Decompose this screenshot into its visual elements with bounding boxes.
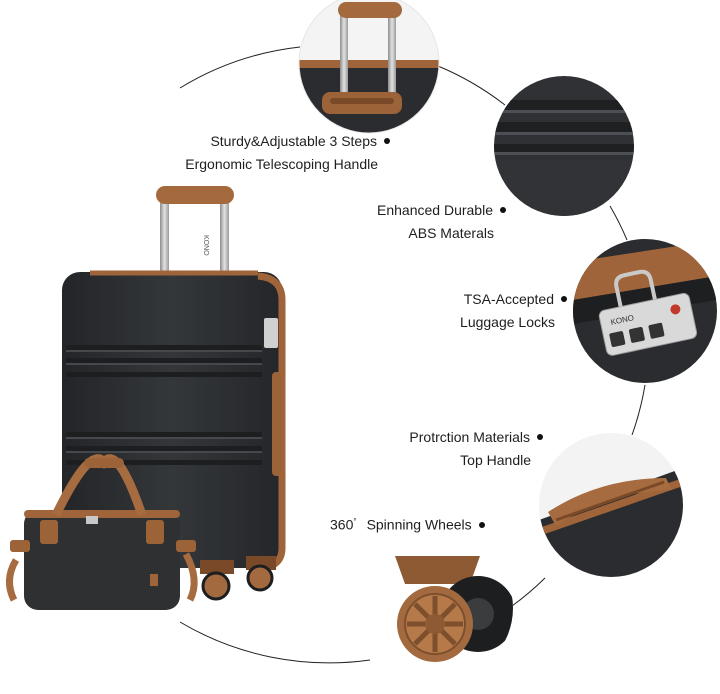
- detail-wheels-image: [369, 536, 513, 680]
- connector-arc: [609, 205, 628, 241]
- feature-top-handle-line2: Top Handle: [460, 452, 531, 468]
- bullet-icon: [537, 434, 543, 441]
- connector-arc: [631, 384, 646, 436]
- feature-lock-label: TSA-Accepted Luggage Locks: [440, 288, 567, 334]
- bullet-icon: [561, 296, 567, 303]
- degree-mark: °: [353, 517, 357, 526]
- feature-handle-line1: Sturdy&Adjustable 3 Steps: [210, 133, 377, 149]
- main-suitcase: KONO: [62, 186, 286, 601]
- feature-top-handle-label: Protrction Materials Top Handle: [390, 426, 543, 472]
- travel-bag: [6, 454, 198, 610]
- feature-material-line1: Enhanced Durable: [377, 202, 493, 218]
- feature-wheels-label: 360° Spinning Wheels: [330, 510, 485, 537]
- detail-top-handle-image: [539, 433, 683, 577]
- feature-wheels-degree: 360: [330, 516, 354, 533]
- handle-brand-tag: KONO: [202, 235, 209, 256]
- connector-arc: [179, 46, 301, 89]
- feature-material-label: Enhanced Durable ABS Materals: [360, 199, 506, 245]
- bullet-icon: [500, 207, 506, 214]
- feature-handle-line2: Ergonomic Telescoping Handle: [185, 156, 378, 172]
- bullet-icon: [478, 521, 485, 528]
- feature-lock-line2: Luggage Locks: [460, 314, 555, 330]
- connector-arc: [511, 577, 546, 607]
- connector-arc: [437, 65, 506, 106]
- detail-lock-image: KONO: [573, 239, 717, 383]
- feature-wheels-text: Spinning Wheels: [366, 516, 472, 533]
- bullet-icon: [384, 138, 390, 145]
- feature-material-line2: ABS Materals: [408, 225, 494, 241]
- detail-material-image: [494, 76, 634, 216]
- connector-arc: [179, 621, 371, 664]
- feature-handle-label: Sturdy&Adjustable 3 Steps Ergonomic Tele…: [176, 130, 390, 176]
- detail-handle-image: [299, 0, 439, 133]
- feature-lock-line1: TSA-Accepted: [463, 291, 554, 307]
- feature-top-handle-line1: Protrction Materials: [409, 429, 530, 445]
